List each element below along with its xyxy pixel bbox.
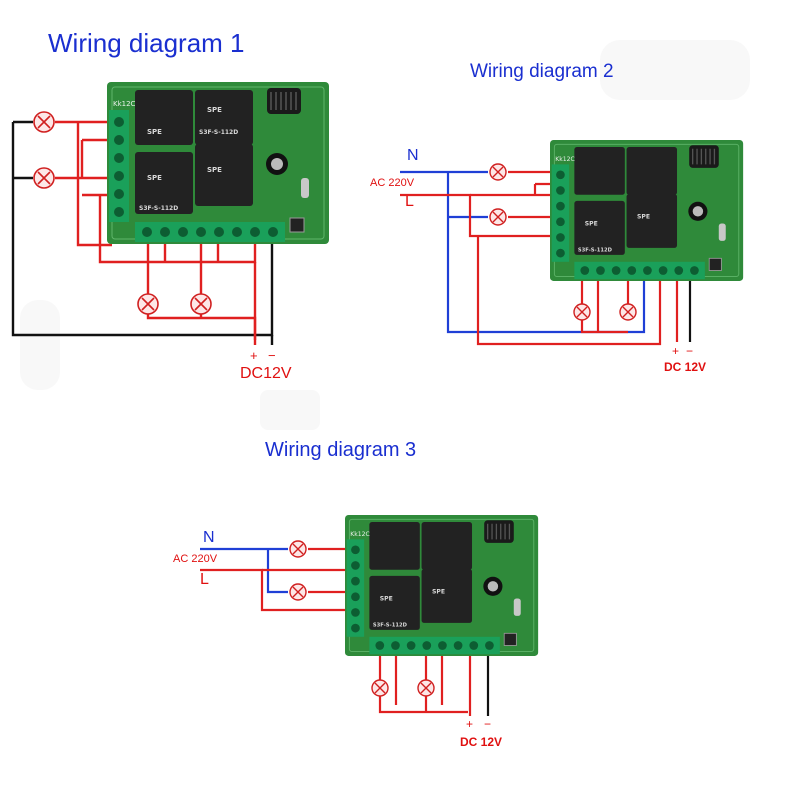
lamp-icon: [489, 163, 507, 181]
lamp-icon: [289, 540, 307, 558]
learn-button[interactable]: [503, 632, 517, 646]
lamp-icon: [573, 303, 591, 321]
wire-neutral-down: [446, 172, 646, 334]
plus-label: +: [672, 344, 679, 358]
crystal-icon: [718, 223, 726, 241]
relay-label: SPE: [585, 220, 598, 227]
ac-label: AC 220V: [370, 177, 415, 189]
minus-label: −: [686, 344, 693, 358]
lamp-icon: [137, 293, 159, 315]
lamp-icon: [619, 303, 637, 321]
lamp-icon: [33, 167, 55, 189]
relay-label: SPE: [147, 174, 162, 182]
receiver-board: SPE SPE S3F-S-112D Kk12C: [345, 515, 539, 656]
lamp-icon: [289, 583, 307, 601]
diagram-2: Wiring diagram 2 N AC 220V L: [370, 61, 744, 374]
lamp-icon: [489, 208, 507, 226]
antenna-coil-icon: [689, 145, 719, 168]
board-model-label: Kk12C: [113, 100, 136, 108]
minus-label: −: [268, 348, 276, 363]
diagram-1: Wiring diagram 1: [11, 28, 329, 382]
wire-live: [200, 568, 352, 612]
neutral-label: N: [203, 529, 215, 546]
capacitor-icon: [483, 576, 503, 596]
relay-model: S3F-S-112D: [578, 247, 613, 253]
minus-label: −: [484, 717, 491, 731]
antenna-coil-icon: [484, 520, 514, 543]
lamp-icon: [371, 679, 389, 697]
relay-label: SPE: [147, 128, 162, 136]
relay-label: SPE: [207, 166, 222, 174]
wire-live: [400, 193, 560, 238]
wire-dc-negative: [11, 122, 274, 337]
power-label: DC 12V: [460, 735, 502, 749]
relay-model: S3F-S-112D: [373, 622, 408, 628]
board-model-label: Kk12C: [555, 156, 574, 163]
crystal-icon: [301, 178, 309, 198]
ac-label: AC 220V: [173, 553, 218, 565]
lamp-icon: [190, 293, 212, 315]
board-model-label: Kk12C: [350, 531, 369, 538]
live-label: L: [200, 571, 209, 588]
relay-label: SPE: [380, 595, 393, 602]
diagram-title: Wiring diagram 2: [470, 61, 614, 82]
receiver-board: SPE SPE S3F-S-112D Kk12C: [550, 140, 744, 281]
relay-label: SPE: [207, 106, 222, 114]
lamp-icon: [417, 679, 435, 697]
live-label: L: [405, 193, 414, 210]
wire-term4-down: [98, 195, 257, 264]
diagram-3: Wiring diagram 3 N AC 220V L: [173, 439, 539, 749]
learn-button[interactable]: [708, 257, 722, 271]
wires: [11, 120, 274, 345]
relay-label: SPE: [432, 588, 445, 595]
diagram-title: Wiring diagram 3: [265, 439, 416, 461]
capacitor-icon: [266, 153, 288, 175]
power-label: DC 12V: [664, 360, 706, 374]
capacitor-icon: [688, 201, 708, 221]
plus-label: +: [250, 348, 258, 363]
wire-live-bottom: [476, 236, 662, 346]
wire-neutral-down: [266, 549, 288, 594]
relay-label: SPE: [637, 213, 650, 220]
plus-label: +: [466, 717, 473, 731]
learn-button[interactable]: [289, 217, 305, 233]
diagram-title: Wiring diagram 1: [48, 28, 245, 58]
antenna-coil-icon: [267, 88, 301, 114]
wires: [400, 170, 692, 346]
lamp-icon: [33, 111, 55, 133]
relay-model: S3F-S-112D: [139, 205, 178, 212]
crystal-icon: [513, 598, 521, 616]
watermark: [20, 40, 750, 430]
receiver-board: SPE SPE SPE SPE S3F-S-112D S3F-S-112D Kk…: [107, 82, 329, 244]
power-label: DC12V: [240, 365, 292, 382]
neutral-label: N: [407, 147, 419, 164]
relay-model: S3F-S-112D: [199, 129, 238, 136]
